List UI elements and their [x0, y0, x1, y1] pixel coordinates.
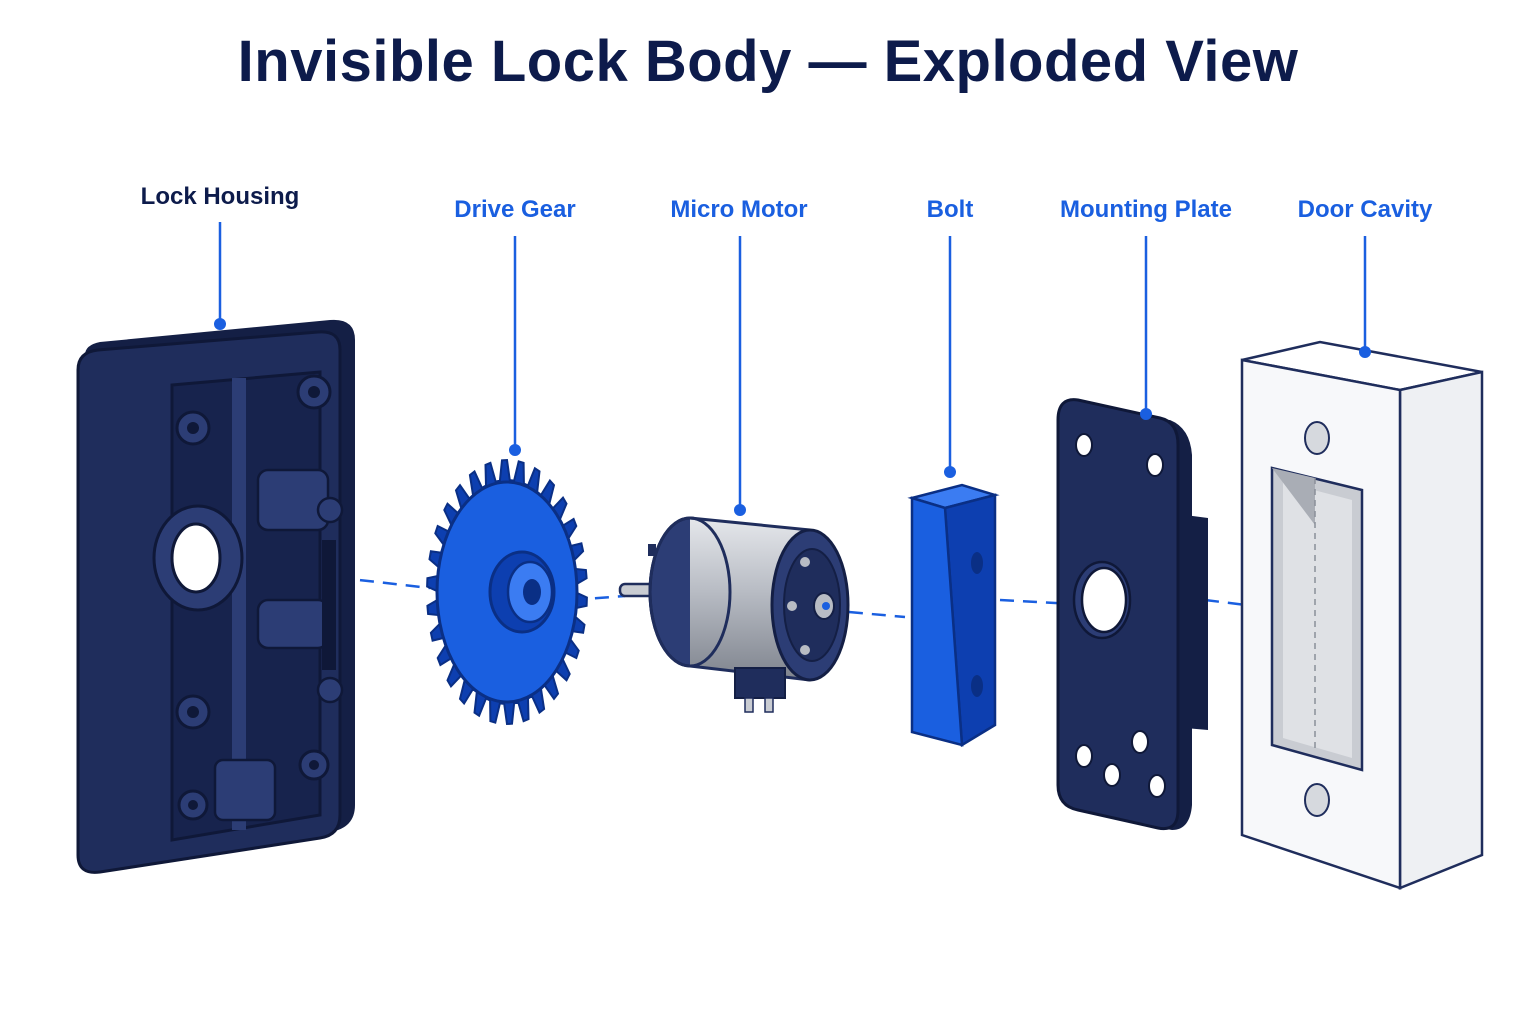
page-title: Invisible Lock Body — Exploded View — [237, 29, 1299, 94]
callout-drive-gear: Drive Gear — [454, 196, 576, 456]
callout-lock-housing: Lock Housing — [141, 183, 300, 330]
label-micro-motor: Micro Motor — [670, 196, 807, 223]
callout-mounting-plate: Mounting Plate — [1060, 196, 1232, 420]
bolt-icon — [907, 483, 1000, 748]
callout-micro-motor: Micro Motor — [670, 196, 808, 516]
callout-door-cavity: Door Cavity — [1298, 196, 1433, 358]
mounting-plate-icon — [1056, 398, 1208, 831]
micro-motor-icon — [618, 516, 850, 713]
label-door-cavity: Door Cavity — [1298, 196, 1433, 223]
lock-housing-icon — [76, 319, 355, 874]
drive-gear-icon — [426, 458, 588, 726]
label-drive-gear: Drive Gear — [454, 196, 575, 223]
label-lock-housing: Lock Housing — [141, 183, 300, 210]
label-mounting-plate: Mounting Plate — [1060, 196, 1232, 223]
door-cavity-icon — [1240, 340, 1484, 890]
label-bolt: Bolt — [927, 196, 974, 223]
callout-bolt: Bolt — [927, 196, 974, 478]
